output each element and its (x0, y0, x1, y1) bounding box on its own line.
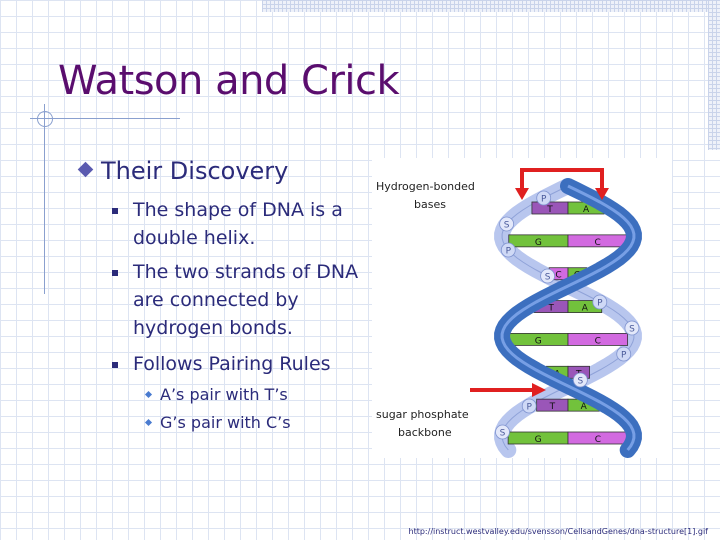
backbone-marker (500, 242, 516, 258)
base-letter-left: G (535, 238, 542, 248)
backbone-marker (536, 190, 552, 206)
sub-bullet-item: G’s pair with C’s (144, 412, 291, 434)
source-url: http://instruct.westvalley.edu/svensson/… (408, 527, 709, 536)
base-letter-left: T (549, 402, 556, 412)
backbone-marker-letter: P (541, 195, 547, 205)
label-bases: bases (414, 198, 446, 211)
bullet-level1: Their Discovery (77, 157, 289, 185)
square-bullet-icon (112, 270, 118, 276)
backbone-marker (521, 398, 537, 414)
corner-pattern-right (708, 0, 720, 150)
arrow-head-left (515, 188, 529, 200)
base-letter-right: A (583, 205, 590, 215)
base-right (567, 333, 629, 346)
base-letter-left: C (555, 271, 561, 281)
base-letter-right: A (582, 304, 589, 314)
label-backbone: backbone (398, 426, 452, 439)
base-letter-left: T (547, 304, 554, 314)
corner-pattern-top (262, 0, 720, 12)
label-hydrogen-bonded: Hydrogen-bonded (376, 180, 475, 193)
base-letter-left: T (546, 205, 553, 215)
title-rule-horizontal (30, 118, 180, 119)
backbone-marker-letter: S (545, 273, 551, 283)
backbone-marker-letter: S (578, 377, 584, 387)
base-letter-right: C (594, 238, 600, 248)
backbone-marker (592, 294, 608, 310)
title-rule-vertical (44, 104, 45, 294)
base-letter-right: C (595, 336, 601, 346)
bullet-level1-text: Their Discovery (101, 157, 289, 185)
title-rule-circle (37, 111, 53, 127)
backbone-arrow-head (532, 383, 546, 397)
small-diamond-bullet-icon (144, 390, 153, 399)
backbone-marker-letter: S (500, 429, 506, 439)
arrow-head-right (595, 188, 609, 200)
backbone-marker (499, 216, 515, 232)
small-diamond-bullet-icon (144, 418, 153, 427)
bullet-item: The two strands of DNA are connected by … (112, 258, 362, 342)
base-letter-left: G (535, 336, 542, 346)
label-sugar-phosphate: sugar phosphate (376, 408, 469, 421)
backbone-marker-letter: S (629, 325, 635, 335)
backbone-marker (624, 320, 640, 336)
bullet-text: The shape of DNA is a double helix. (133, 199, 343, 249)
arrow-bracket (520, 168, 604, 188)
backbone-marker (540, 268, 556, 284)
dna-backbone-front: P S P S P S P S P S (494, 178, 642, 458)
backbone-marker-letter: P (597, 299, 603, 309)
sub-bullet-text: A’s pair with T’s (160, 385, 288, 404)
base-letter-right: A (581, 402, 588, 412)
slide-title: Watson and Crick (58, 58, 400, 104)
square-bullet-icon (112, 208, 118, 214)
backbone-marker-letter: S (504, 221, 510, 231)
base-letter-right: C (595, 435, 601, 445)
backbone-marker (572, 372, 588, 388)
sub-bullet-text: G’s pair with C’s (160, 413, 291, 432)
backbone-strand-front-highlight (500, 184, 636, 451)
diamond-bullet-icon (77, 161, 94, 178)
bullet-item: Follows Pairing Rules (112, 350, 362, 378)
bullet-item: The shape of DNA is a double helix. (112, 196, 362, 252)
backbone-marker-letter: P (526, 403, 532, 413)
backbone-arrow (470, 383, 546, 397)
hydrogen-bond-arrows (515, 168, 609, 200)
backbone-marker (616, 346, 632, 362)
base-letter-left: G (535, 435, 542, 445)
bullet-text: The two strands of DNA are connected by … (133, 261, 359, 339)
bullet-text: Follows Pairing Rules (133, 353, 331, 375)
square-bullet-icon (112, 362, 118, 368)
backbone-marker-letter: P (621, 351, 627, 361)
backbone-marker (495, 424, 510, 440)
backbone-marker-letter: P (506, 247, 512, 257)
sub-bullet-item: A’s pair with T’s (144, 384, 288, 406)
